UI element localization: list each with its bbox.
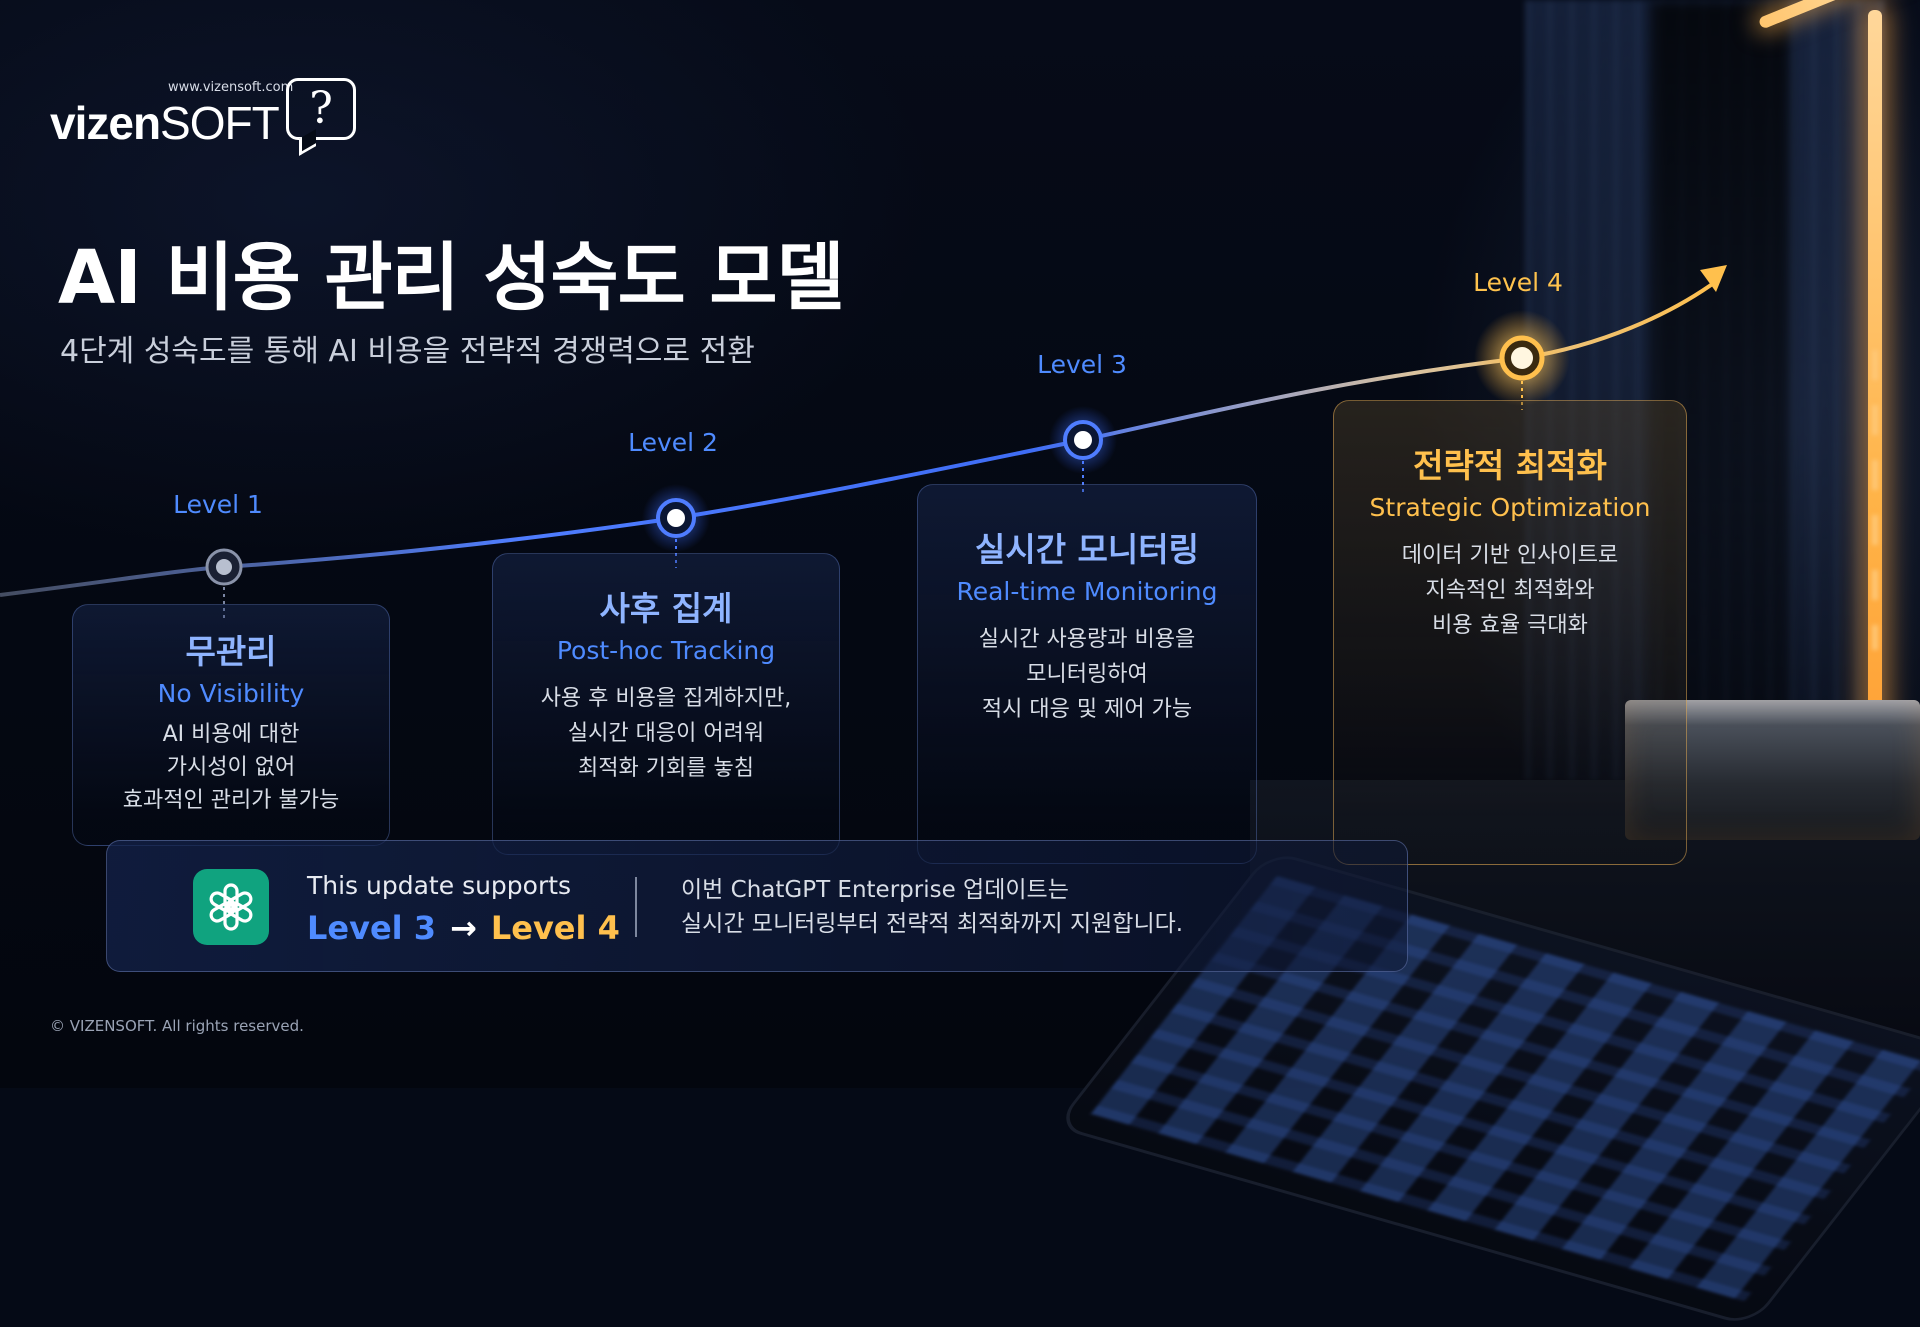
- logo-word-light: SOFT: [160, 97, 280, 149]
- level-2-title-ko: 사후 집계: [599, 589, 733, 628]
- level-4-label: Level 4: [1473, 268, 1563, 297]
- logo-url: www.vizensoft.com: [168, 80, 294, 95]
- level-4-card: 전략적 최적화 Strategic Optimization 데이터 기반 인사…: [1333, 400, 1687, 865]
- level-1-title-en: No Visibility: [157, 679, 305, 708]
- level-1-card: 무관리 No Visibility AI 비용에 대한 가시성이 없어 효과적인…: [72, 604, 390, 846]
- level-1-description: AI 비용에 대한 가시성이 없어 효과적인 관리가 불가능: [122, 722, 340, 813]
- chatgpt-logo-icon: [193, 869, 269, 945]
- curve-arrowhead-icon: [1700, 265, 1727, 292]
- level-2-title-en: Post-hoc Tracking: [556, 636, 776, 665]
- page-title: AI 비용 관리 성숙도 모델: [58, 235, 845, 321]
- banner-from-level: Level 3: [307, 909, 437, 947]
- banner-message: 이번 ChatGPT Enterprise 업데이트는 실시간 모니터링부터 전…: [681, 877, 1184, 937]
- level-3-title-en: Real-time Monitoring: [956, 577, 1218, 606]
- level-3-card: 실시간 모니터링 Real-time Monitoring 실시간 사용량과 비…: [917, 484, 1257, 864]
- level-1-label: Level 1: [173, 490, 263, 519]
- page-subtitle: 4단계 성숙도를 통해 AI 비용을 전략적 경쟁력으로 전환: [60, 334, 755, 369]
- update-banner: This update supports Level 3 → Level 4 이번 …: [106, 840, 1408, 972]
- level-4-title-ko: 전략적 최적화: [1413, 446, 1607, 485]
- level-3-label: Level 3: [1037, 350, 1127, 379]
- banner-support-text: This update supports: [307, 871, 572, 900]
- lamp-light-dots: [1872, 350, 1878, 650]
- banner-divider: [635, 877, 637, 937]
- level-3-node-core: [1074, 431, 1092, 449]
- level-2-label: Level 2: [628, 428, 718, 457]
- logo-word-bold: vizen: [50, 97, 161, 149]
- banner-level-range: Level 3 → Level 4: [307, 909, 620, 947]
- banner-to-level: Level 4: [490, 909, 620, 947]
- level-2-node-core: [667, 509, 685, 527]
- level-4-title-en: Strategic Optimization: [1369, 493, 1651, 522]
- level-1-title-ko: 무관리: [185, 632, 277, 671]
- logo-wordmark: vizenSOFT: [50, 96, 280, 150]
- level-4-node-core: [1511, 347, 1533, 369]
- level-2-description: 사용 후 비용을 집계하지만, 실시간 대응이 어려워 최적화 기회를 놓침: [540, 686, 792, 781]
- arrow-right-icon: →: [450, 909, 477, 947]
- maturity-curve: [0, 265, 1727, 620]
- level-2-card: 사후 집계 Post-hoc Tracking 사용 후 비용을 집계하지만, …: [492, 553, 840, 855]
- level-3-description: 실시간 사용량과 비용을 모니터링하여 적시 대응 및 제어 가능: [978, 627, 1196, 722]
- copyright-text: © VIZENSOFT. All rights reserved.: [50, 1017, 304, 1035]
- level-4-description: 데이터 기반 인사이트로 지속적인 최적화와 비용 효율 극대화: [1401, 543, 1619, 638]
- desk-box-decoration: [1625, 700, 1920, 840]
- level-1-node-core: [216, 559, 232, 575]
- level-3-title-ko: 실시간 모니터링: [974, 530, 1199, 569]
- speech-bubble-question-icon: ?: [286, 78, 356, 140]
